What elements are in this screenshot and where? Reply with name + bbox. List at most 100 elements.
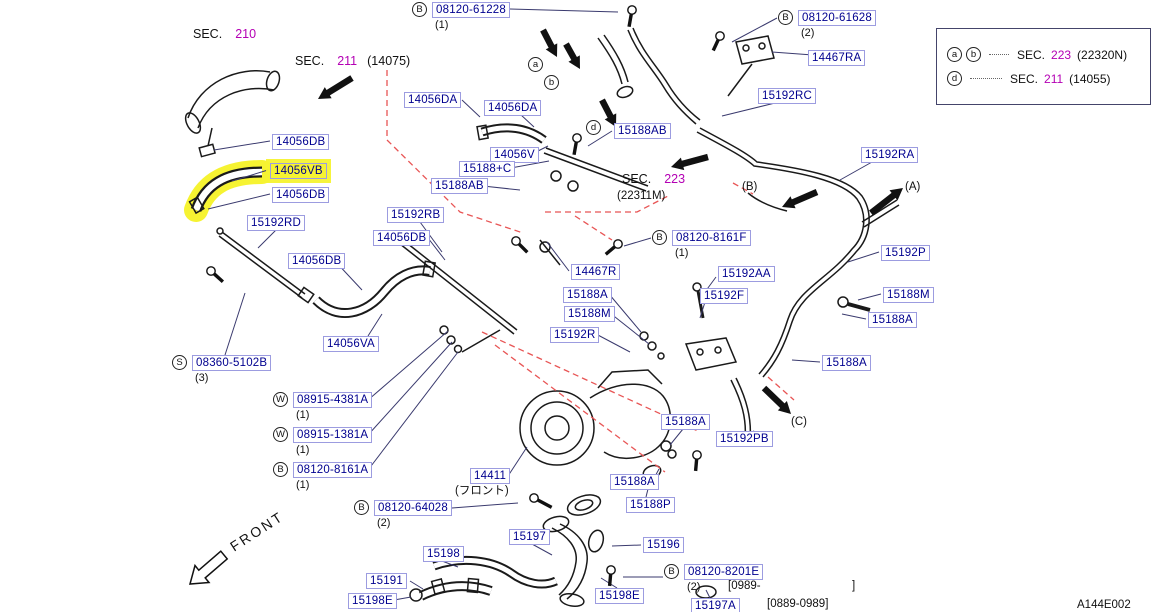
part-label[interactable]: 15188A [610,474,659,490]
legend-symbol-b: b [966,47,981,62]
callout-circle-a: a [528,57,543,72]
part-label[interactable]: 15192F [700,288,749,304]
part-label[interactable]: 15188P [626,497,675,513]
part-label[interactable]: 15192PB [716,431,773,447]
bolt-shaft [212,272,225,283]
prefix-circle-icon: B [664,564,679,579]
part-label[interactable]: 15188A [661,414,710,430]
part-label[interactable]: 15192P [881,245,930,261]
part-label[interactable]: 08360-5102B [192,355,272,371]
annotation-text: (22311M) [617,190,666,202]
part-label[interactable]: 08915-1381A [293,427,373,443]
part-label-highlighted[interactable]: 14056VB [270,163,327,179]
part-label[interactable]: 15197A [691,598,740,612]
part-label[interactable]: 08120-61228 [432,2,510,18]
section-number: 211 [337,54,358,68]
section-label: SEC.210 [193,27,256,41]
annotation-text: (B) [742,181,758,193]
legend-sec-code: (14055) [1069,71,1111,86]
annotation-text: [0989- [728,580,761,592]
part-label[interactable]: 15188A [563,287,612,303]
solid-arrow-icon [563,42,580,69]
part-label[interactable]: 15188A [822,355,871,371]
bolt-icon [206,266,216,276]
legend-sec-number: 211 [1044,71,1064,86]
prefix-circle-icon: B [412,2,427,17]
part-label[interactable]: 15188+C [459,161,516,177]
part-label[interactable]: 14056DB [272,134,330,150]
bolt-shaft [572,141,578,156]
bolt-icon [613,239,623,249]
legend-symbol-a: a [947,47,962,62]
part-label[interactable]: 15198E [348,593,397,609]
callout-circle-d: d [586,120,601,135]
part-label[interactable]: 14056DB [373,230,431,246]
bolt-icon [529,493,539,503]
legend-sec-text: SEC. [1017,47,1046,62]
part-label[interactable]: 15188M [564,306,615,322]
bolt-shaft [536,498,553,509]
part-label[interactable]: 08120-61628 [798,10,876,26]
section-label: SEC.211(14075) [295,54,410,68]
bolt-shaft [627,13,633,28]
solid-arrow-icon [318,75,354,99]
bolt-icon [692,450,702,460]
section-text: SEC. [295,54,325,68]
part-label[interactable]: 15197 [509,529,550,545]
section-label: SEC.223 [622,172,685,186]
bolt-shaft [711,38,720,52]
part-label[interactable]: 15192RA [861,147,919,163]
solid-arrow-icon [540,28,558,57]
part-label[interactable]: 08915-4381A [293,392,373,408]
solid-arrow-icon [599,98,617,127]
bolt-icon [572,133,582,143]
part-label[interactable]: 14056DB [288,253,346,269]
reference-dashed-lines [386,70,795,473]
annotation-text: (A) [905,181,921,193]
bolt-icon [606,565,616,575]
part-label[interactable]: 08120-8161A [293,462,373,478]
part-label[interactable]: 14056DA [484,100,542,116]
quantity-label: (2) [687,581,701,593]
part-label[interactable]: 08120-64028 [374,500,452,516]
part-label[interactable]: 14056DA [404,92,462,108]
quantity-label: (3) [195,372,209,384]
part-label[interactable]: 15198E [595,588,644,604]
part-label[interactable]: 15192RB [387,207,445,223]
part-label[interactable]: 08120-8161F [672,230,751,246]
section-text: SEC. [193,27,223,41]
part-label[interactable]: 15192RD [247,215,305,231]
part-label[interactable]: 08120-8201E [684,564,764,580]
part-label[interactable]: 14411 [470,468,511,484]
prefix-circle-icon: B [354,500,369,515]
solid-arrow-icon [671,153,709,171]
part-label[interactable]: 15191 [366,573,407,589]
part-label[interactable]: 15188AB [614,123,671,139]
legend-sec-number: 223 [1051,47,1072,62]
part-label[interactable]: 15192R [550,327,600,343]
part-label[interactable]: 15198 [423,546,464,562]
bolt-icon [511,236,521,246]
part-label[interactable]: 15188A [868,312,917,328]
part-label[interactable]: 15196 [643,537,684,553]
part-label[interactable]: 14056VA [323,336,379,352]
direction-arrows [318,28,903,414]
prefix-circle-icon: W [273,392,288,407]
part-label[interactable]: 15188AB [431,178,488,194]
annotation-text: A144E002 [1077,599,1131,611]
quantity-label: (1) [296,479,310,491]
part-label[interactable]: 15192AA [718,266,775,282]
part-label[interactable]: 15188M [883,287,934,303]
legend-sec-code: (22320N) [1077,47,1128,62]
part-label[interactable]: 14467R [571,264,621,280]
part-label[interactable]: 14467RA [808,50,866,66]
quantity-label: (1) [296,444,310,456]
part-label[interactable]: 15192RC [758,88,816,104]
part-label[interactable]: 14056DB [272,187,330,203]
bolt-glyphs [206,5,725,587]
